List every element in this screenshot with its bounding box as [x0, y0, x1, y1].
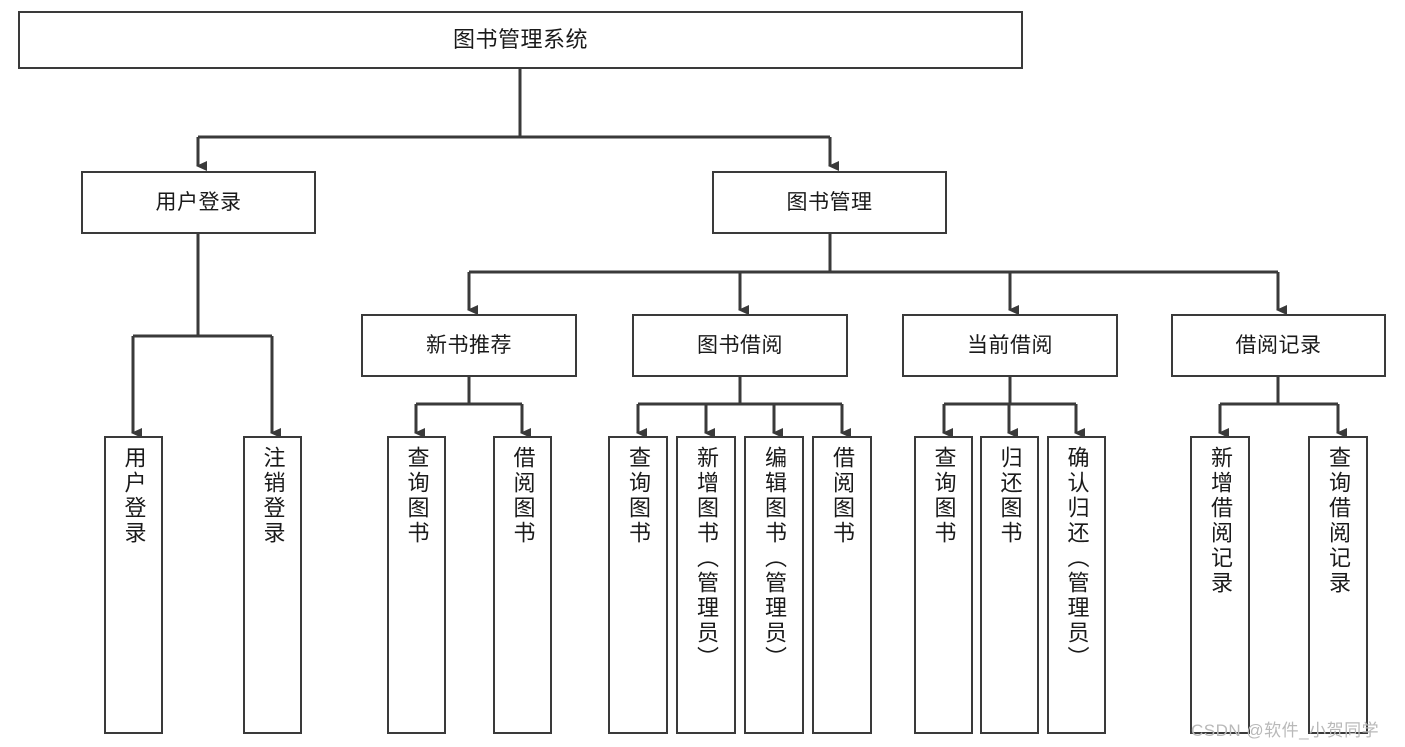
node-leaf-query-borrow-record[interactable]: 查询借阅记录	[1308, 436, 1368, 734]
node-leaf-logout-login[interactable]: 注销登录	[243, 436, 302, 734]
node-label: 查询图书	[404, 446, 430, 546]
node-leaf-user-login[interactable]: 用户登录	[104, 436, 163, 734]
node-label: 查询借阅记录	[1326, 446, 1351, 596]
node-leaf-return-books[interactable]: 归还图书	[980, 436, 1039, 734]
node-label: 用户登录	[155, 190, 242, 214]
node-label: 借阅图书	[510, 446, 536, 546]
node-book-management-system[interactable]: 图书管理系统	[18, 11, 1023, 69]
node-label: 借阅图书	[830, 446, 855, 546]
node-label: 查询图书	[931, 446, 957, 546]
node-label: 用户登录	[121, 446, 147, 546]
node-leaf-borrow-books-recommendation[interactable]: 借阅图书	[493, 436, 552, 734]
node-leaf-add-borrow-record[interactable]: 新增借阅记录	[1190, 436, 1250, 734]
node-label: 确认归还（管理员）	[1064, 446, 1090, 671]
node-current-borrowing[interactable]: 当前借阅	[902, 314, 1118, 377]
node-new-book-recommendation[interactable]: 新书推荐	[361, 314, 577, 377]
node-label: 注销登录	[260, 446, 286, 546]
node-label: 新增图书（管理员）	[694, 446, 719, 671]
csdn-watermark: CSDN @软件_小贺同学	[1191, 721, 1380, 740]
node-leaf-borrow-books-borrowing[interactable]: 借阅图书	[812, 436, 872, 734]
node-label: 图书借阅	[697, 333, 783, 357]
node-leaf-query-books-recommendation[interactable]: 查询图书	[387, 436, 446, 734]
node-leaf-add-book-admin[interactable]: 新增图书（管理员）	[676, 436, 736, 734]
node-label: 图书管理系统	[452, 26, 588, 52]
node-label: 图书管理	[786, 190, 873, 214]
node-leaf-edit-book-admin[interactable]: 编辑图书（管理员）	[744, 436, 804, 734]
node-book-management[interactable]: 图书管理	[712, 171, 947, 234]
node-leaf-confirm-return-admin[interactable]: 确认归还（管理员）	[1047, 436, 1106, 734]
node-label: 查询图书	[626, 446, 651, 546]
node-leaf-query-books-borrowing[interactable]: 查询图书	[608, 436, 668, 734]
node-borrowing-records[interactable]: 借阅记录	[1171, 314, 1386, 377]
node-label: 当前借阅	[967, 333, 1053, 357]
node-label: 归还图书	[997, 446, 1023, 546]
node-book-borrowing[interactable]: 图书借阅	[632, 314, 848, 377]
node-label: 新增借阅记录	[1208, 446, 1233, 596]
node-label: 编辑图书（管理员）	[762, 446, 787, 671]
node-leaf-query-books-current[interactable]: 查询图书	[914, 436, 973, 734]
node-user-login[interactable]: 用户登录	[81, 171, 316, 234]
node-label: 借阅记录	[1235, 333, 1322, 357]
node-label: 新书推荐	[426, 333, 512, 357]
